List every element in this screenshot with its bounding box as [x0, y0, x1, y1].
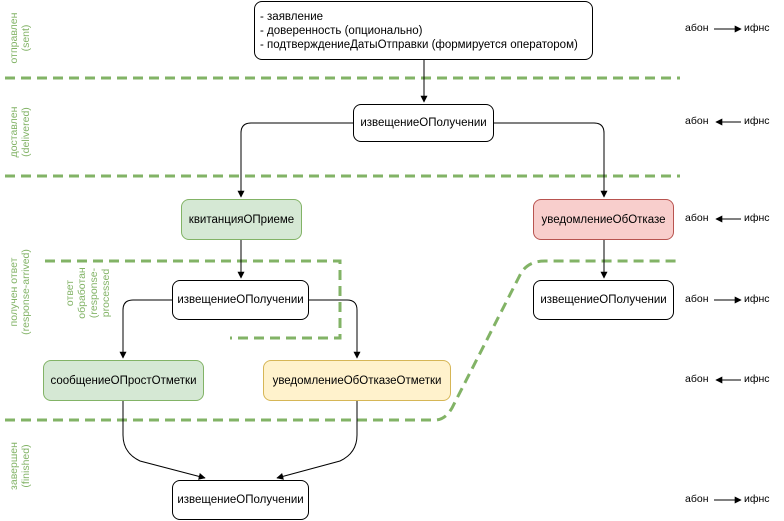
phase-label-response-arrived: получен ответ (response-arrived): [8, 230, 32, 354]
phase-label-sent: отправлен (sent): [8, 0, 32, 78]
documents-node: - заявление - доверенность (опционально)…: [254, 1, 593, 60]
refusal-notification-node: уведомлениеОбОтказе: [533, 199, 674, 240]
simple-mark-message-label: сообщениеОПростОтметки: [50, 374, 197, 387]
documents-line-power-of-attorney: - доверенность (опционально): [260, 24, 423, 37]
phase-finished-code: (finished): [20, 444, 32, 488]
flow-source-label: абон: [685, 212, 709, 224]
flow-target-label: ифнс: [744, 212, 770, 224]
edge-notice2-to-refusal-mark: [309, 299, 361, 359]
edge-notice1-to-refusal: [494, 122, 608, 198]
phase-response-processed-line1: ответ: [64, 279, 76, 307]
edge-notice2-to-mark: [119, 299, 172, 359]
receipt-notice-label: извещениеОПолучении: [540, 294, 667, 306]
phase-delivered-title: доставлен: [8, 106, 20, 158]
receipt-notice-node-response: извещениеОПолучении: [172, 280, 309, 320]
phase-delivered-code: (delivered): [20, 107, 32, 157]
simple-mark-message-node: сообщениеОПростОтметки: [43, 360, 204, 401]
flow-target-label: ифнс: [744, 493, 770, 505]
receipt-notice-label: извещениеОПолучении: [177, 294, 304, 306]
flow-source-label: абон: [685, 293, 709, 305]
refusal-notification-label: уведомлениеОбОтказе: [541, 213, 666, 226]
phase-finished-title: завершен: [8, 442, 20, 490]
receipt-notice-node-refusal: извещениеОПолучении: [533, 280, 674, 320]
phase-response-arrived-title: получен ответ: [8, 257, 20, 327]
flow-arrows: [714, 25, 742, 504]
phase-sent-title: отправлен: [8, 12, 20, 64]
phase-response-arrived-code: (response-arrived): [20, 249, 32, 335]
documents-line-send-date-confirmation: - подтверждениеДатыОтправки (формируется…: [260, 38, 578, 51]
flow-target-label: ифнс: [744, 115, 770, 127]
edge-refusal-mark-to-notice4: [276, 401, 358, 480]
connectors: [119, 60, 608, 480]
receipt-notice-label: извещениеОПолучении: [360, 117, 487, 129]
phase-response-processed-line3: (response-: [88, 267, 100, 319]
boundary-response-finished: [5, 259, 680, 422]
mark-refusal-notification-label: уведомлениеОбОтказеОтметки: [272, 374, 442, 387]
phase-response-processed-line2: обработан: [76, 267, 88, 319]
flow-source-label: абон: [685, 22, 709, 34]
acceptance-receipt-label: квитанцияОПриеме: [188, 213, 295, 226]
flow-source-label: абон: [685, 373, 709, 385]
flow-target-label: ифнс: [744, 22, 770, 34]
receipt-notice-node-delivered: извещениеОПолучении: [353, 104, 494, 142]
edge-mark-to-notice4: [122, 401, 206, 480]
mark-refusal-notification-node: уведомлениеОбОтказеОтметки: [263, 360, 451, 401]
phase-sent-code: (sent): [20, 24, 32, 52]
phase-label-delivered: доставлен (delivered): [8, 92, 32, 172]
flow-source-label: абон: [685, 115, 709, 127]
documents-line-statement: - заявление: [260, 10, 324, 23]
edge-notice1-to-receipt: [237, 122, 353, 198]
phase-label-finished: завершен (finished): [8, 426, 32, 506]
phase-label-response-processed: ответ обработан (response- processed: [64, 251, 112, 335]
phase-response-processed-line4: processed: [100, 268, 112, 318]
boundary-response-processed: [45, 259, 342, 340]
flow-source-label: абон: [685, 493, 709, 505]
receipt-notice-node-finished: извещениеОПолучении: [172, 480, 309, 520]
flow-target-label: ифнс: [744, 293, 770, 305]
acceptance-receipt-node: квитанцияОПриеме: [181, 199, 302, 240]
receipt-notice-label: извещениеОПолучении: [177, 494, 304, 506]
flow-target-label: ифнс: [744, 373, 770, 385]
phase-boundaries: [5, 76, 680, 422]
